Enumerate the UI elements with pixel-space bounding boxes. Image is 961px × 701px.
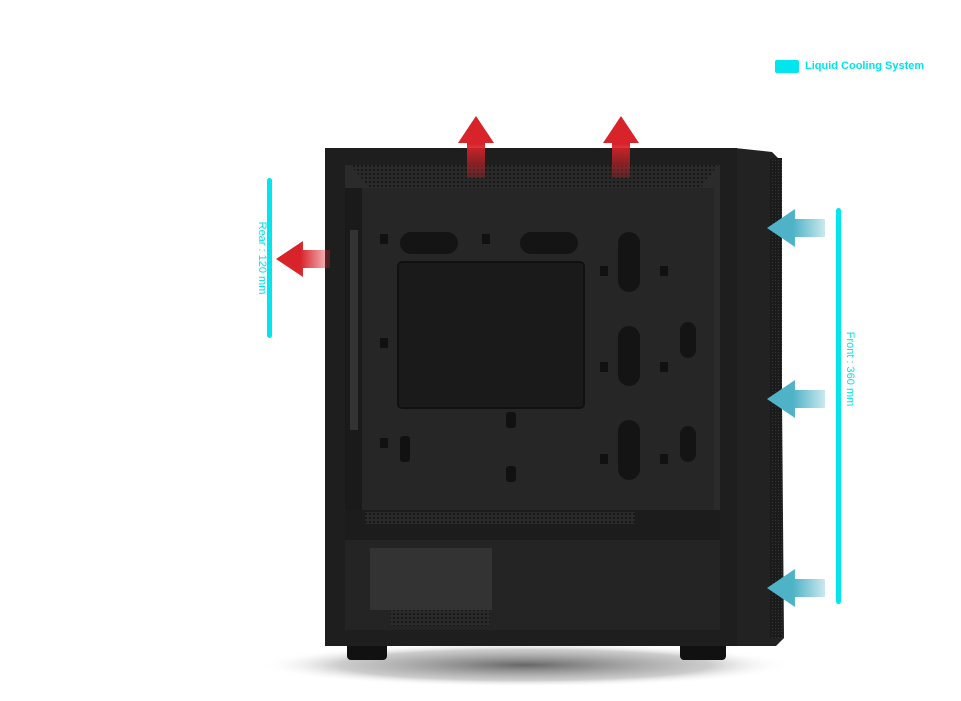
case-foot-right	[680, 642, 726, 660]
rear-dimension-line	[267, 178, 272, 338]
arrow-left-icon	[767, 380, 825, 418]
legend: Liquid Cooling System	[775, 60, 924, 73]
arrow-left-icon	[767, 569, 825, 607]
floor-shadow	[260, 643, 790, 687]
top-mesh	[350, 165, 718, 188]
case-foot-left	[347, 642, 387, 660]
front-dimension-line	[836, 208, 841, 604]
legend-swatch	[775, 60, 799, 73]
arrow-up-icon	[603, 116, 639, 178]
arrow-left-icon	[276, 241, 330, 277]
arrow-up-icon	[458, 116, 494, 178]
cpu-cutout	[397, 261, 585, 409]
arrow-left-icon	[767, 209, 825, 247]
legend-label: Liquid Cooling System	[805, 60, 925, 72]
